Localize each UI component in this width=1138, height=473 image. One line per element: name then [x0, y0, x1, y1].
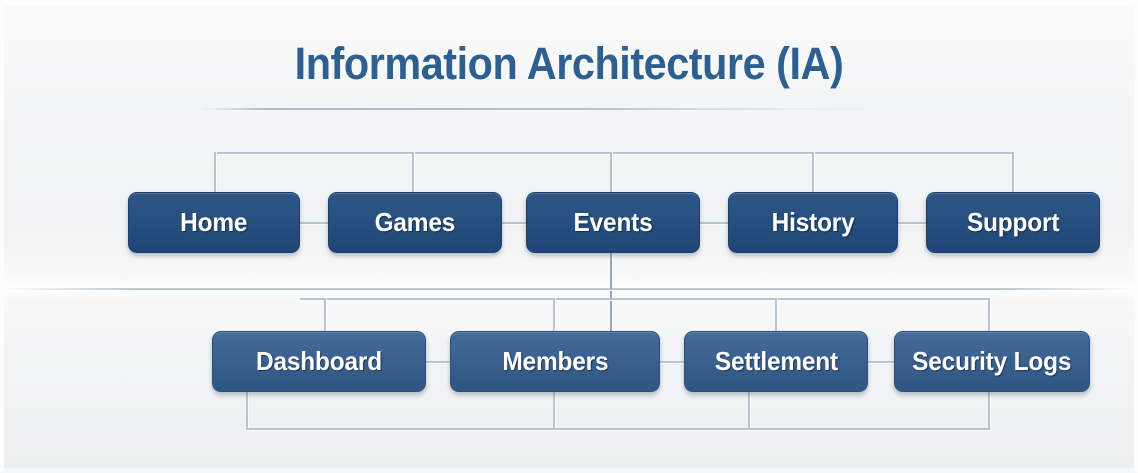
node-settlement-label: Settlement — [714, 346, 838, 376]
node-history[interactable]: History — [728, 192, 898, 253]
node-support-label: Support — [966, 207, 1060, 237]
connector-top-bus — [214, 152, 1014, 154]
connector-events-history — [698, 222, 730, 224]
connector-riser-members — [553, 392, 555, 429]
node-members[interactable]: Members — [450, 331, 660, 392]
connector-history-support — [896, 222, 928, 224]
connector-drop-members — [553, 298, 555, 331]
connector-drop-games — [412, 152, 414, 193]
node-members-label: Members — [501, 346, 608, 376]
connector-settlement-security-logs — [866, 361, 896, 363]
node-home[interactable]: Home — [128, 192, 300, 253]
connector-drop-events — [610, 152, 612, 193]
connector-events-trunk — [610, 253, 612, 331]
connector-drop-home — [214, 152, 216, 193]
connector-drop-support — [1012, 152, 1014, 193]
node-home-label: Home — [180, 207, 248, 237]
node-security-logs[interactable]: Security Logs — [894, 331, 1090, 392]
connector-drop-settlement — [775, 298, 777, 331]
node-events-label: Events — [573, 207, 653, 237]
node-games[interactable]: Games — [328, 192, 502, 253]
page-title: Information Architecture (IA) — [294, 38, 844, 89]
connector-home-games — [298, 222, 330, 224]
connector-riser-settlement — [748, 392, 750, 429]
node-support[interactable]: Support — [926, 192, 1100, 253]
connector-riser-dashboard — [246, 392, 248, 429]
node-history-label: History — [771, 207, 855, 237]
node-events[interactable]: Events — [526, 192, 700, 253]
connector-midsection-rule — [0, 288, 1138, 290]
connector-drop-dashboard — [324, 298, 326, 331]
node-dashboard[interactable]: Dashboard — [212, 331, 426, 392]
node-security-logs-label: Security Logs — [912, 346, 1072, 376]
title-divider — [200, 108, 900, 110]
node-settlement[interactable]: Settlement — [684, 331, 868, 392]
connector-riser-security-logs — [988, 392, 990, 429]
connector-bottom-bus — [246, 428, 990, 430]
connector-drop-history — [812, 152, 814, 193]
connector-dashboard-members — [424, 361, 452, 363]
node-games-label: Games — [374, 207, 456, 237]
connector-row2-bus — [300, 298, 990, 300]
connector-members-settlement — [658, 361, 686, 363]
connector-games-events — [500, 222, 528, 224]
connector-drop-security-logs — [988, 298, 990, 331]
node-dashboard-label: Dashboard — [256, 346, 382, 376]
